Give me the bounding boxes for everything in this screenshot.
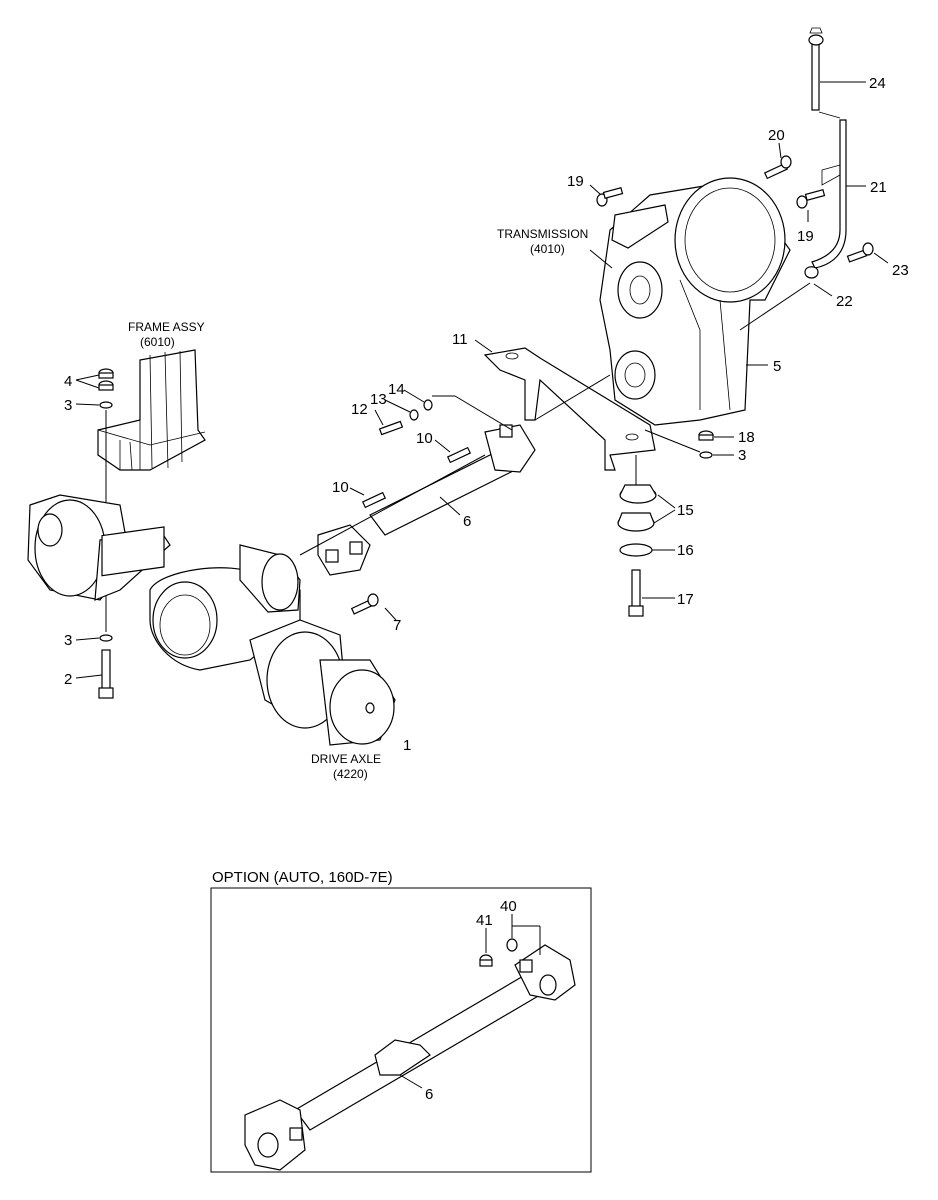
frame-assy-code: (6010) bbox=[140, 335, 175, 349]
mount-15 bbox=[617, 484, 657, 532]
drive-axle-code: (4220) bbox=[333, 767, 368, 781]
callout-2: 2 bbox=[64, 671, 72, 688]
option-box bbox=[210, 887, 592, 1173]
callout-41: 41 bbox=[476, 912, 493, 929]
clamp-22 bbox=[804, 266, 819, 279]
washer-13 bbox=[409, 409, 419, 421]
bracket bbox=[483, 347, 656, 471]
callout-1: 1 bbox=[403, 737, 411, 754]
callout-11: 11 bbox=[452, 331, 468, 348]
bolt-12 bbox=[378, 420, 404, 436]
callout-24: 24 bbox=[869, 75, 886, 92]
transmission-code: (4010) bbox=[530, 242, 565, 256]
callout-7: 7 bbox=[393, 617, 401, 634]
callout-15: 15 bbox=[677, 502, 694, 519]
option-propeller-shaft bbox=[244, 944, 576, 1171]
bolt-10-upper bbox=[446, 446, 472, 464]
propeller-shaft bbox=[317, 424, 536, 576]
bolt-10-lower bbox=[361, 491, 387, 509]
callout-numbers: 1 2 3 3 3 4 5 6 7 10 10 11 12 13 14 15 1… bbox=[64, 75, 909, 754]
callout-22: 22 bbox=[836, 293, 853, 310]
callout-23: 23 bbox=[892, 262, 909, 279]
callout-6-option: 6 bbox=[425, 1086, 433, 1103]
washer-40 bbox=[506, 938, 518, 952]
bolt-20 bbox=[763, 155, 792, 180]
bolt-19-right bbox=[796, 189, 826, 209]
callout-21: 21 bbox=[870, 179, 887, 196]
callout-40: 40 bbox=[500, 898, 517, 915]
bolt-23 bbox=[846, 242, 874, 263]
frame-assy-label: FRAME ASSY bbox=[128, 320, 205, 334]
callout-19-left: 19 bbox=[567, 173, 584, 190]
washer-3-right bbox=[699, 451, 713, 459]
callout-20: 20 bbox=[768, 127, 785, 144]
callout-3-top-left: 3 bbox=[64, 397, 72, 414]
callout-3-bottom-left: 3 bbox=[64, 632, 72, 649]
nut-41-body bbox=[479, 959, 493, 967]
callout-5: 5 bbox=[773, 358, 781, 375]
drive-axle-label: DRIVE AXLE bbox=[311, 752, 381, 766]
callout-16: 16 bbox=[677, 542, 694, 559]
callout-18: 18 bbox=[738, 429, 755, 446]
washer-16 bbox=[619, 543, 653, 557]
callout-3-right: 3 bbox=[738, 447, 746, 464]
transmission bbox=[599, 177, 791, 426]
callout-17: 17 bbox=[677, 591, 694, 608]
transmission-label: TRANSMISSION bbox=[497, 227, 588, 241]
drive-axle bbox=[27, 494, 396, 746]
callout-12: 12 bbox=[351, 401, 368, 418]
nut-18 bbox=[698, 430, 714, 441]
callout-10-lower: 10 bbox=[332, 479, 349, 496]
washer-14 bbox=[423, 399, 433, 411]
bolt-7 bbox=[350, 593, 379, 615]
frame-assy bbox=[97, 349, 206, 471]
option-title: OPTION (AUTO, 160D-7E) bbox=[212, 869, 393, 886]
bolt-19-left bbox=[596, 187, 624, 207]
dipstick-24 bbox=[808, 27, 841, 119]
callout-4: 4 bbox=[64, 373, 72, 390]
callout-14: 14 bbox=[388, 381, 405, 398]
callout-13: 13 bbox=[370, 391, 387, 408]
callout-6: 6 bbox=[463, 513, 471, 530]
callout-10-upper: 10 bbox=[416, 430, 433, 447]
callout-19-right: 19 bbox=[797, 228, 814, 245]
bolt-17 bbox=[628, 569, 644, 617]
